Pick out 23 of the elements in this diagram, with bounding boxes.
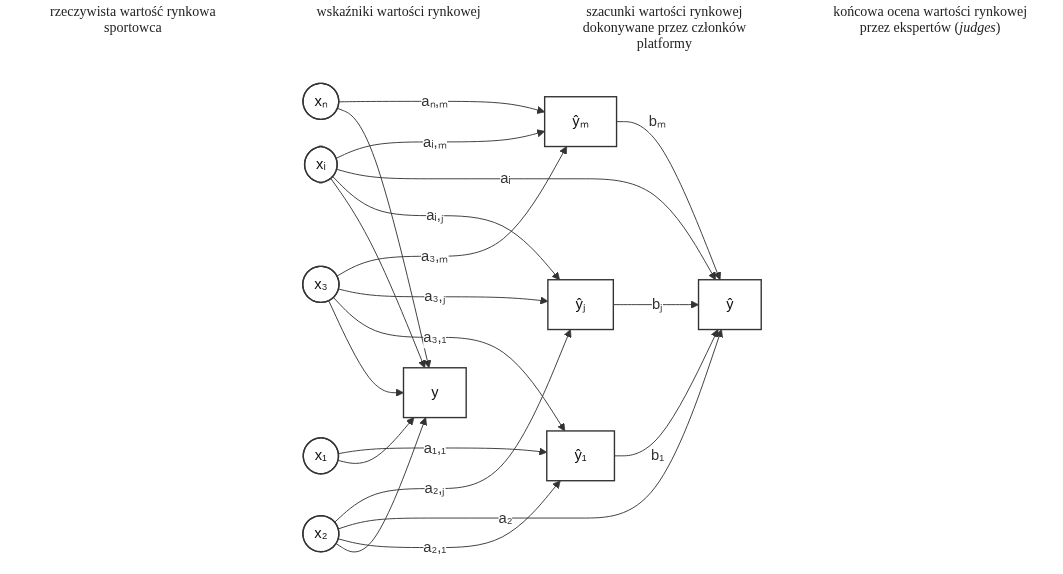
column-heading: rzeczywista wartość rynkowa sportowca xyxy=(49,4,217,37)
column-heading: końcowa ocena wartości rynkowej przez ekspertów (judges) xyxy=(832,4,1029,37)
edge-label: bₘ xyxy=(648,113,666,130)
edge-label: b₁ xyxy=(650,447,664,464)
edge-label: a₂,ⱼ xyxy=(423,480,445,496)
node-box: y xyxy=(402,367,467,419)
column-heading: szacunki wartości rynkowej dokonywane przez członków platformy xyxy=(581,4,747,53)
edge-label: a₃,₁ xyxy=(422,329,446,345)
edge-label: a₁,₁ xyxy=(423,439,446,456)
edge-label: bⱼ xyxy=(651,296,663,313)
column-heading: wskaźniki wartości rynkowej xyxy=(315,4,482,21)
node-box: ŷ₁ xyxy=(545,430,615,482)
edge-label: aᵢ,ₘ xyxy=(422,133,447,150)
edge-label: a₂,₁ xyxy=(422,539,446,555)
edge-label: aᵢ xyxy=(499,170,511,187)
node-box: ŷⱼ xyxy=(546,279,614,331)
node-box: ŷₘ xyxy=(543,96,617,148)
edge-label: a₃,ₘ xyxy=(420,247,449,264)
edge-label: a₂ xyxy=(497,509,512,526)
edge-label: aₙ,ₘ xyxy=(420,93,448,109)
edge-label: aᵢ,ⱼ xyxy=(425,207,444,224)
edge-label: a₃,ⱼ xyxy=(423,288,445,305)
node-box: ŷ xyxy=(697,279,762,331)
